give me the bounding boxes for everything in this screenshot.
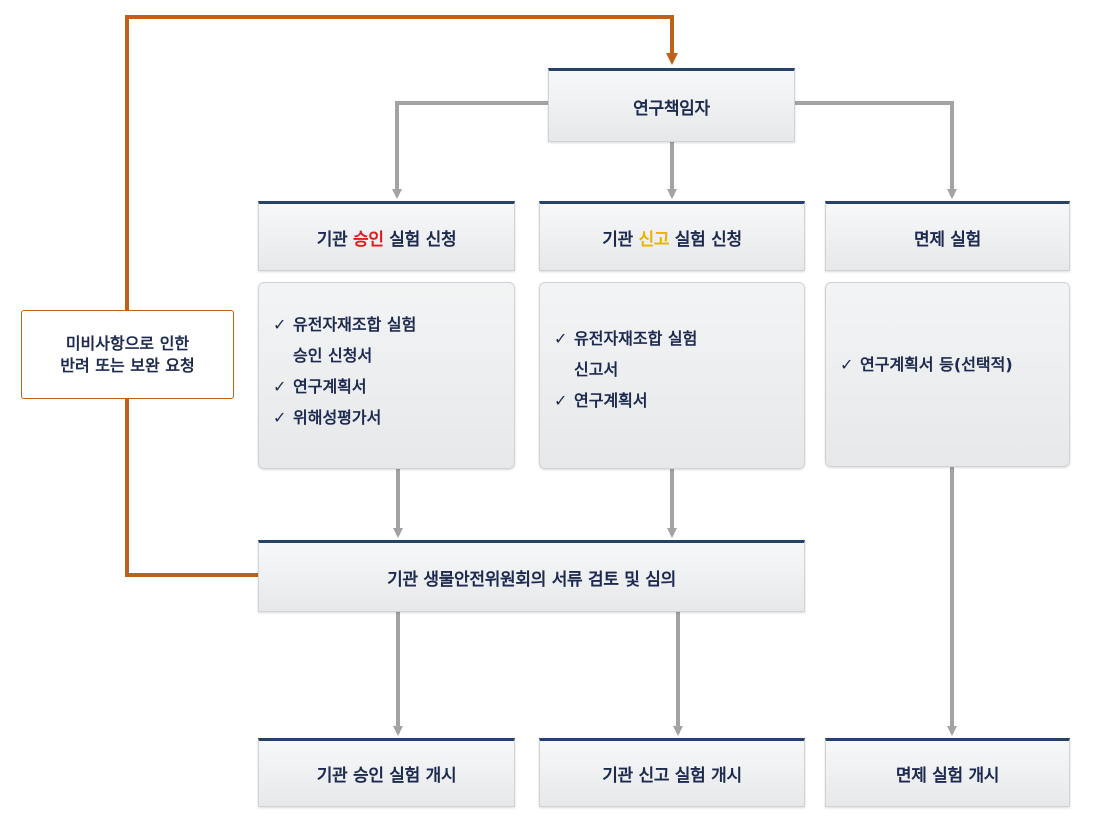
- principal-investigator-node: 연구책임자: [548, 68, 795, 142]
- approval-document-list: ✓유전자재조합 실험 승인 신청서 ✓연구계획서 ✓위해성평가서: [273, 309, 514, 433]
- list-item-continuation: 신고서: [574, 360, 619, 379]
- report-required-documents: ✓유전자재조합 실험 신고서 ✓연구계획서: [539, 282, 805, 469]
- approval-experiment-start: 기관 승인 실험 개시: [258, 738, 515, 807]
- check-icon: ✓: [840, 355, 854, 374]
- report-application-header: 기관 신고 실험 신청: [539, 201, 805, 271]
- header-prefix: 기관: [316, 229, 353, 250]
- check-icon: ✓: [554, 329, 568, 348]
- list-item: ✓연구계획서: [273, 371, 514, 402]
- header-prefix: 기관: [602, 229, 639, 250]
- reject-line-2: 반려 또는 보완 요청: [60, 355, 195, 375]
- approval-required-documents: ✓유전자재조합 실험 승인 신청서 ✓연구계획서 ✓위해성평가서: [258, 282, 515, 469]
- header-highlight-report: 신고: [638, 229, 670, 250]
- list-item: ✓연구계획서 등(선택적): [840, 349, 1069, 380]
- list-item: ✓유전자재조합 실험: [273, 309, 514, 340]
- biosafety-committee-review-node: 기관 생물안전위원회의 서류 검토 및 심의: [258, 540, 805, 612]
- exempt-optional-documents: ✓연구계획서 등(선택적): [825, 282, 1070, 467]
- header-suffix: 실험 신청: [669, 229, 742, 250]
- list-item: ✓유전자재조합 실험: [554, 323, 804, 354]
- approval-start-label: 기관 승인 실험 개시: [316, 766, 457, 786]
- review-label: 기관 생물안전위원회의 서류 검토 및 심의: [387, 569, 676, 590]
- check-icon: ✓: [273, 377, 287, 396]
- report-experiment-start: 기관 신고 실험 개시: [539, 738, 805, 807]
- header-suffix: 실험 신청: [383, 229, 457, 250]
- reject-line-1: 미비사항으로 인한: [65, 333, 190, 353]
- list-item-continuation: 승인 신청서: [293, 346, 373, 365]
- feedback-loop-line: [125, 15, 678, 577]
- list-item: ✓위해성평가서: [273, 402, 514, 433]
- exempt-experiment-start: 면제 실험 개시: [825, 738, 1070, 807]
- header-highlight-approval: 승인: [353, 229, 384, 250]
- report-start-label: 기관 신고 실험 개시: [602, 766, 742, 786]
- arrow-top-to-exempt: [795, 101, 957, 199]
- arrow-top-to-approval: [392, 101, 548, 199]
- approval-application-header: 기관 승인 실험 신청: [258, 201, 515, 271]
- exempt-experiment-header: 면제 실험: [825, 201, 1070, 271]
- exempt-document-list: ✓연구계획서 등(선택적): [840, 349, 1069, 380]
- rejection-or-supplement-request: 미비사항으로 인한 반려 또는 보완 요청: [21, 310, 234, 399]
- check-icon: ✓: [554, 391, 568, 410]
- exempt-start-label: 면제 실험 개시: [895, 766, 1000, 786]
- exempt-header-label: 면제 실험: [914, 229, 981, 250]
- check-icon: ✓: [273, 408, 287, 427]
- check-icon: ✓: [273, 315, 287, 334]
- report-document-list: ✓유전자재조합 실험 신고서 ✓연구계획서: [554, 323, 804, 416]
- principal-investigator-label: 연구책임자: [633, 98, 710, 119]
- list-item: ✓연구계획서: [554, 385, 804, 416]
